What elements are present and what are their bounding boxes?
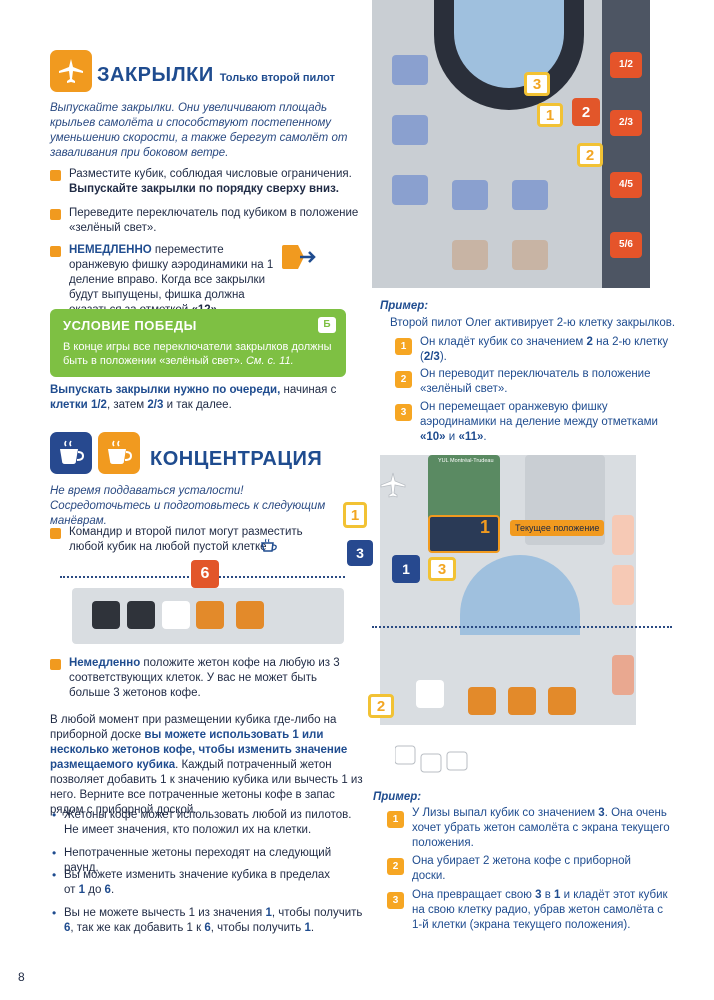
concentration-example-title: Пример:	[373, 791, 422, 803]
radio-board-illustration: YUL Montréal-Trudeau 1	[380, 455, 636, 725]
board-die-blue-3: 3	[347, 540, 373, 566]
concentration-bullet-4: Вы не можете вычесть 1 из значения 1, чт…	[64, 907, 363, 934]
flaps-step-3: Он перемещает оранжевую фишку аэродинами…	[420, 401, 658, 443]
callout-3: 3	[524, 72, 550, 96]
step-badge: 1	[387, 811, 404, 828]
flaps-step-1: Он кладёт кубик со значением 2 на 2-ю кл…	[420, 336, 669, 363]
concentration-item-2: Немедленно положите жетон кофе на любую …	[69, 657, 340, 699]
flaps-board-illustration: 1/2 2/3 4/5 5/6 2 1 3 2	[372, 0, 650, 288]
bullet-marker	[50, 170, 61, 181]
step-badge: 1	[395, 338, 412, 355]
page-number: 8	[18, 970, 25, 984]
bullet-marker	[50, 246, 61, 257]
flap-cell-1: 1/2	[610, 52, 642, 78]
flap-cell-2: 2/3	[610, 110, 642, 136]
concentration-paragraph: В любой момент при размещении кубика где…	[50, 714, 363, 816]
flaps-item-1: Разместите кубик, соблюдая числовые огра…	[69, 168, 352, 195]
victory-badge: Б	[318, 317, 336, 333]
concentration-step-3: Она превращает свою 3 в 1 и кладёт этот …	[412, 889, 668, 931]
plane-icon	[50, 50, 92, 92]
concentration-bullet-3: Вы можете изменить значение кубика в пре…	[64, 869, 331, 896]
step-badge: 2	[395, 371, 412, 388]
coffee-icon	[50, 432, 92, 474]
concentration-intro: Не время поддаваться усталости! Сосредот…	[50, 485, 326, 527]
bullet-marker	[50, 659, 61, 670]
victory-condition-box: УСЛОВИЕ ПОБЕДЫ Б В конце игры все перекл…	[50, 309, 346, 377]
flap-cell-4: 5/6	[610, 232, 642, 258]
victory-title: УСЛОВИЕ ПОБЕДЫ	[63, 318, 197, 333]
flaps-example-title: Пример:	[380, 300, 429, 312]
bullet-marker	[50, 209, 61, 220]
coffee-cups-illustration	[394, 738, 475, 785]
flaps-item-2: Переведите переключатель под кубиком в п…	[69, 207, 359, 234]
callout-3: 3	[428, 557, 456, 581]
concentration-item-1: Командир и второй пилот могут разместить…	[69, 526, 303, 553]
step-badge: 2	[387, 858, 404, 875]
callout-2: 2	[368, 694, 394, 718]
aerodynamics-token-icon	[280, 243, 318, 276]
callout-1: 1	[537, 103, 563, 127]
current-position-card	[428, 515, 500, 553]
flap-die: 2	[572, 98, 600, 126]
step-badge: 3	[395, 404, 412, 421]
yul-label: YUL Montréal-Trudeau	[438, 458, 494, 464]
flaps-order-text: Выпускать закрылки нужно по очереди, нач…	[50, 384, 337, 411]
callout-2: 2	[577, 143, 603, 167]
board-die-blue-1: 1	[392, 555, 420, 583]
plane-icon	[378, 470, 408, 505]
coffee-icon	[260, 538, 280, 559]
callout-1: 1	[343, 502, 367, 528]
flaps-item-3: НЕМЕДЛЕННО переместите оранжевую фишку а…	[69, 244, 274, 316]
flaps-intro: Выпускайте закрылки. Они увеличивают пло…	[50, 102, 348, 159]
flap-cell-3: 4/5	[610, 172, 642, 198]
dotted-divider	[372, 626, 672, 628]
current-position-label: Текущее положение	[510, 520, 605, 536]
flaps-example-intro: Второй пилот Олег активирует 2-ю клетку …	[390, 317, 676, 329]
section-title-concentration: КОНЦЕНТРАЦИЯ	[150, 448, 323, 470]
step-badge: 3	[387, 892, 404, 909]
concentration-bullet-2: Непотраченные жетоны переходят на следую…	[64, 847, 332, 874]
dice-demo: 6	[191, 560, 219, 588]
concentration-step-2: Она убирает 2 жетона кофе с приборной до…	[412, 855, 631, 882]
section-subtitle: Только второй пилот	[219, 72, 335, 84]
victory-text: В конце игры все переключатели закрылков…	[63, 341, 332, 367]
bullet-marker	[50, 528, 61, 539]
coffee-icon	[98, 432, 140, 474]
concentration-step-1: У Лизы выпал кубик со значением 3. Она о…	[412, 807, 670, 849]
card-number: 1	[480, 517, 491, 537]
concentration-bullet-1: Жетоны кофе может использовать любой из …	[64, 809, 352, 836]
coffee-board-illustration	[72, 588, 344, 644]
flaps-step-2: Он переводит переключатель в положение «…	[420, 368, 651, 395]
